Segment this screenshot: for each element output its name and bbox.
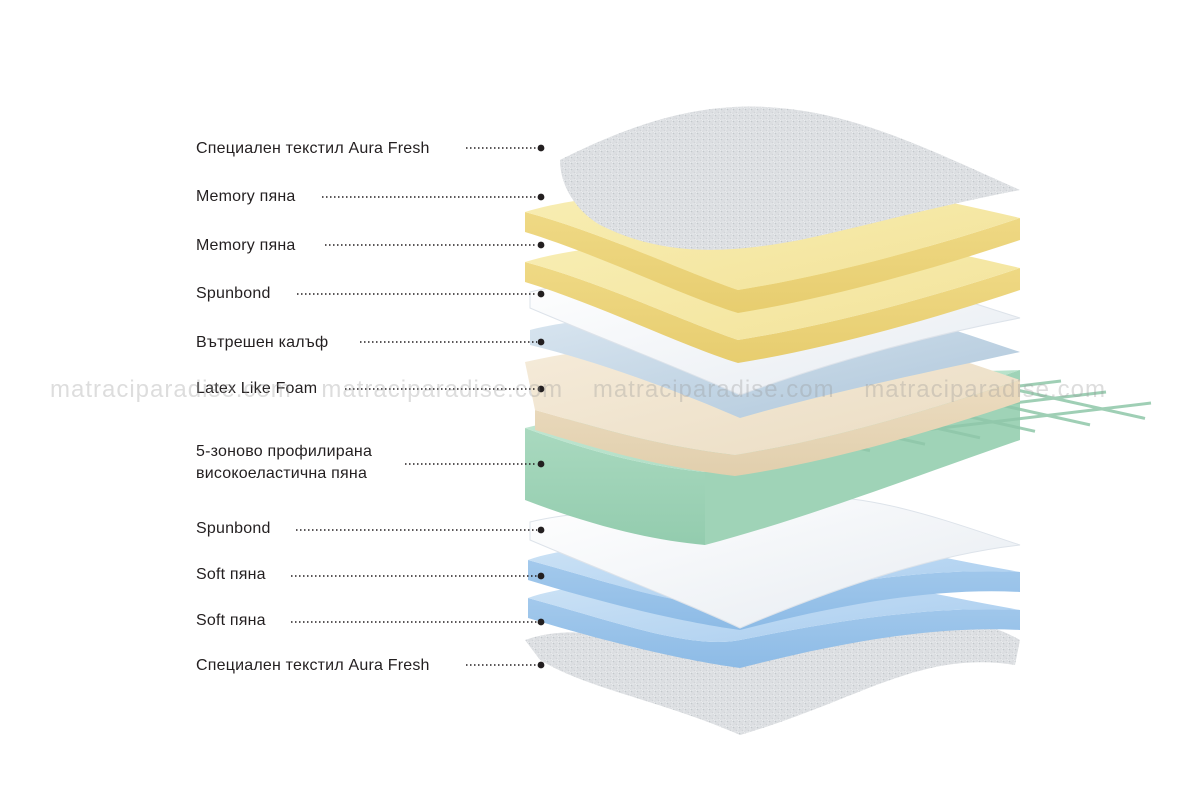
layer-latex-like-side <box>535 380 1020 476</box>
label-soft-foam-1: Soft пяна <box>196 566 266 583</box>
label-soft-foam-2: Soft пяна <box>196 612 266 629</box>
leader-dot-6 <box>537 385 545 393</box>
layer-zoned-foam-front <box>525 428 705 545</box>
label-spunbond-2: Spunbond <box>196 520 271 537</box>
leader-lines <box>291 144 545 669</box>
leader-dot-7 <box>537 460 545 468</box>
label-memory-foam-1: Memory пяна <box>196 188 296 205</box>
label-top-textile: Специален текстил Aura Fresh <box>196 140 430 157</box>
label-bottom-textile: Специален текстил Aura Fresh <box>196 657 430 674</box>
leader-dot-5 <box>537 338 545 346</box>
layer-memory-foam-2-side <box>525 262 1020 363</box>
label-spunbond-1: Spunbond <box>196 285 271 302</box>
leader-dot-11 <box>537 661 545 669</box>
leader-dot-8 <box>537 526 545 534</box>
layer-soft-foam-2-side <box>528 598 1020 668</box>
leader-dot-3 <box>537 241 545 249</box>
layer-soft-foam-1-side <box>528 560 1020 630</box>
label-zoned-foam-line1: 5-зоново профилирана <box>196 443 373 460</box>
leader-dot-9 <box>537 572 545 580</box>
leader-dot-10 <box>537 618 545 626</box>
label-zoned-foam-line2: високоеластична пяна <box>196 465 368 482</box>
layer-memory-foam-1-side <box>525 212 1020 313</box>
layer-top-textile-sheet <box>560 106 1020 250</box>
leader-dot-2 <box>537 193 545 201</box>
label-zoned-foam: 5-зоново профилирана високоеластична пян… <box>196 441 372 485</box>
label-inner-cover: Вътрешен калъф <box>196 334 329 351</box>
label-latex-like-foam: Latex Like Foam <box>196 380 318 397</box>
label-memory-foam-2: Memory пяна <box>196 237 296 254</box>
leader-dot-4 <box>537 290 545 298</box>
leader-dot-1 <box>537 144 545 152</box>
